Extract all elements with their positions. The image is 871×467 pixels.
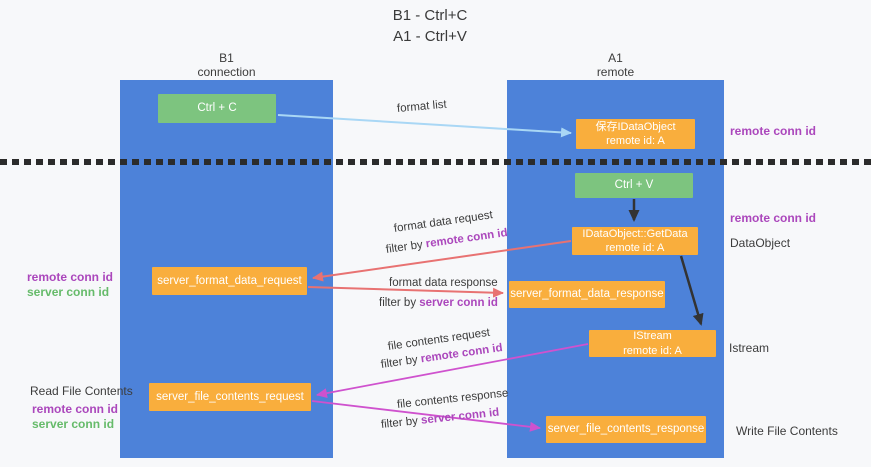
format-data-response-label: format data response (389, 277, 498, 289)
istream-box: IStream remote id: A (589, 330, 716, 357)
write-file-contents-label: Write File Contents (736, 424, 838, 438)
save-dataobject-line2: remote id: A (606, 135, 665, 147)
filter-by-text: filter by (379, 297, 420, 309)
server-format-data-request-box: server_format_data_request (152, 267, 307, 295)
server-conn-id-text: server conn id (419, 297, 498, 309)
left-server-conn-id-mid: server conn id (27, 285, 110, 299)
format-list-label: format list (396, 98, 448, 115)
title-line-2: A1 - Ctrl+V (393, 28, 467, 45)
ctrl-c-box: Ctrl + C (158, 94, 276, 123)
filter-by-text: filter by (385, 238, 427, 256)
ctrl-v-box: Ctrl + V (575, 173, 693, 198)
right-remote-conn-id-top: remote conn id (730, 124, 817, 138)
server-conn-id-text: server conn id (420, 406, 500, 427)
server-file-contents-response-box: server_file_contents_response (546, 416, 706, 443)
istream-line1: IStream (633, 330, 672, 343)
istream-margin-label: Istream (729, 341, 770, 355)
left-server-conn-id-bottom: server conn id (32, 417, 115, 431)
save-dataobject-line1: 保存IDataObject (595, 120, 676, 133)
dataobject-label: DataObject (730, 236, 791, 250)
lane-a1-name: A1 (608, 51, 623, 65)
title-line-1: B1 - Ctrl+C (392, 7, 468, 24)
getdata-box: IDataObject::GetData remote id: A (572, 227, 698, 255)
server-file-contents-request-box: server_file_contents_request (149, 383, 311, 411)
right-remote-conn-id-mid: remote conn id (730, 211, 817, 225)
getdata-line1: IDataObject::GetData (582, 227, 688, 240)
server-format-data-response-box: server_format_data_response (509, 281, 665, 308)
diagram-title: B1 - Ctrl+C A1 - Ctrl+V (280, 5, 580, 47)
filter-by-text: filter by (380, 353, 422, 371)
server-file-contents-response-label: server_file_contents_response (547, 423, 705, 436)
lane-header-b1: B1 connection (120, 51, 333, 79)
lane-a1-subtitle: remote (596, 65, 635, 79)
format-data-response-filter-label: filter by server conn id (379, 297, 498, 309)
read-file-contents-label: Read File Contents (30, 384, 133, 398)
left-remote-conn-id-mid: remote conn id (27, 270, 114, 284)
getdata-line2: remote id: A (605, 242, 665, 254)
filter-by-text: filter by (380, 414, 422, 431)
session-separator-line (0, 159, 871, 165)
server-format-data-request-label: server_format_data_request (157, 274, 302, 287)
istream-line2: remote id: A (623, 344, 682, 357)
ctrl-c-label: Ctrl + C (197, 102, 237, 115)
lane-b1-name: B1 (219, 51, 234, 65)
remote-conn-id-text: remote conn id (425, 226, 509, 251)
left-remote-conn-id-bottom: remote conn id (32, 402, 119, 416)
ctrl-v-label: Ctrl + V (614, 179, 654, 192)
lane-header-a1: A1 remote (507, 51, 724, 79)
save-dataobject-box: 保存IDataObject remote id: A (576, 119, 695, 149)
server-format-data-response-label: server_format_data_response (510, 288, 664, 301)
lane-b1-subtitle: connection (197, 65, 256, 79)
server-file-contents-request-label: server_file_contents_request (156, 390, 304, 403)
